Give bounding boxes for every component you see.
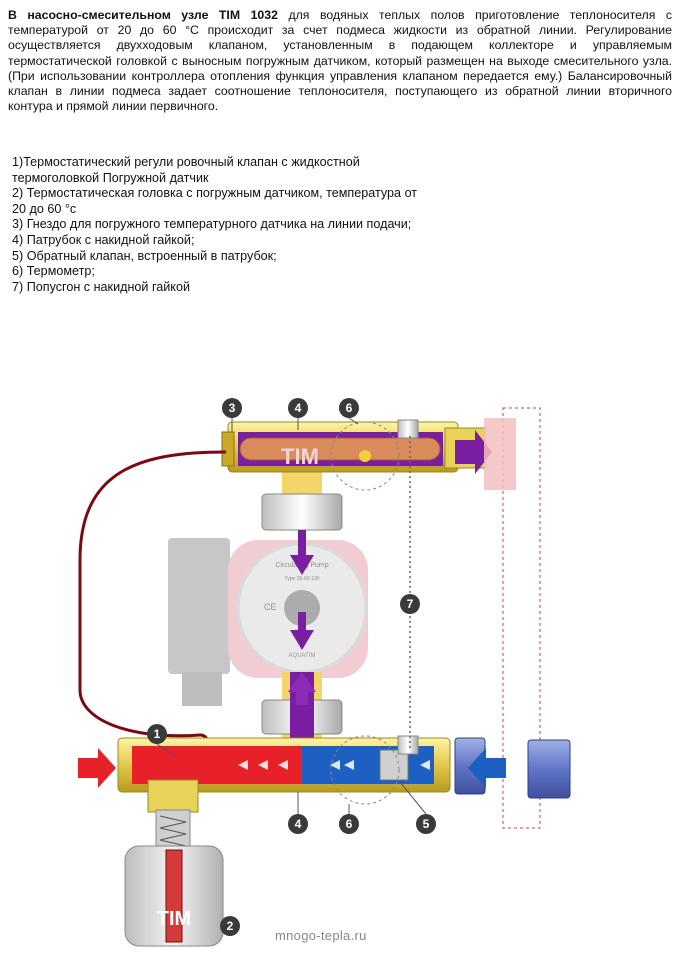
callout-2 (220, 916, 240, 936)
callout-1 (147, 724, 167, 744)
callout-6-lower-label: 6 (346, 817, 353, 831)
legend-item-4: 4) Патрубок с накидной гайкой; (12, 232, 195, 247)
pump-flow-arrow-lower (288, 672, 316, 705)
site-watermark: mnogo-tepla.ru (275, 928, 367, 943)
pump-flow-arrow-upper (290, 530, 314, 575)
pump-motor-box (168, 538, 230, 674)
intro-text: для водяных теплых полов приготовление т… (8, 8, 673, 114)
return-manifold (117, 735, 571, 805)
callout-4-upper (288, 398, 308, 418)
flow-arrows-hot (238, 760, 288, 770)
supply-manifold: TIM (227, 418, 516, 491)
callout-3-label: 3 (229, 401, 236, 415)
legend-item-7: 7) Попусгон с накидной гайкой (12, 279, 190, 294)
legend-item-6: 6) Термометр; (12, 264, 95, 279)
callout-4-lower-label: 4 (295, 817, 302, 831)
pump-type: Type 25-60-130 (284, 576, 319, 582)
supply-out-arrow (455, 430, 492, 474)
upper-union-nut (261, 493, 343, 531)
callouts: 3 4 6 7 1 4 6 5 2 (147, 398, 436, 936)
callout-5 (416, 814, 436, 834)
pump-flow-arrow-mid (290, 612, 314, 650)
callout-4-upper-label: 4 (295, 401, 302, 415)
air-vent-upper (397, 419, 419, 439)
secondary-outline (502, 407, 541, 829)
legend-item-1: 1)Термостатический регули ровочный клапа… (12, 155, 360, 185)
callout-6-upper (339, 398, 359, 418)
hot-flow (132, 746, 302, 784)
immersion-sensor (239, 437, 441, 461)
callout-6-lower (339, 814, 359, 834)
secondary-return-nut (527, 739, 571, 799)
flow-arrows-cold (330, 760, 430, 770)
intro-lead: В насосно-смесительном узле TIM 1032 (8, 8, 278, 22)
pump-brand: AQUATIM (289, 653, 316, 659)
hot-inlet-arrow (78, 748, 116, 788)
legend-list: 1)Термостатический регули ровочный клапа… (12, 155, 432, 295)
legend-item-5: 5) Обратный клапан, встроенный в патрубо… (12, 248, 277, 263)
callout-1-label: 1 (154, 727, 161, 741)
check-valve (379, 749, 409, 781)
pump-ce-mark: CE (264, 602, 277, 612)
pump-cable-gland (182, 672, 222, 706)
thermometer-marker-upper (330, 421, 400, 491)
valve-bonnet (147, 779, 199, 813)
sensor-socket (221, 431, 235, 467)
head-tim-label: TIM (157, 908, 191, 930)
callout-6-upper-label: 6 (346, 401, 353, 415)
callout-2-label: 2 (227, 919, 234, 933)
valve-spring-housing (155, 809, 191, 849)
air-vent-lower (397, 735, 419, 755)
secondary-supply-nut (484, 418, 516, 490)
valve-spring (159, 815, 187, 847)
thermometer-marker-lower (330, 735, 400, 805)
sensor-dot (359, 450, 371, 462)
callout-5-label: 5 (423, 817, 430, 831)
head-bellows (165, 849, 183, 943)
supply-tim-label: TIM (281, 444, 319, 469)
pump-screw (284, 590, 320, 626)
intro-paragraph: В насосно-смесительном узле TIM 1032 для… (8, 8, 672, 114)
circulating-pump: Circulating Pump Type 25-60-130 CE AQUAT… (168, 538, 368, 706)
callout-7-label: 7 (407, 597, 414, 611)
callout-7 (400, 594, 420, 614)
callout-4-lower (288, 814, 308, 834)
callout-3 (222, 398, 242, 418)
thermostatic-valve: TIM (124, 779, 224, 947)
return-in-arrow (468, 748, 506, 788)
legend-item-3: 3) Гнездо для погружного температурного … (12, 217, 412, 232)
legend-item-2: 2) Термостатическая головка с погружным … (12, 186, 418, 216)
